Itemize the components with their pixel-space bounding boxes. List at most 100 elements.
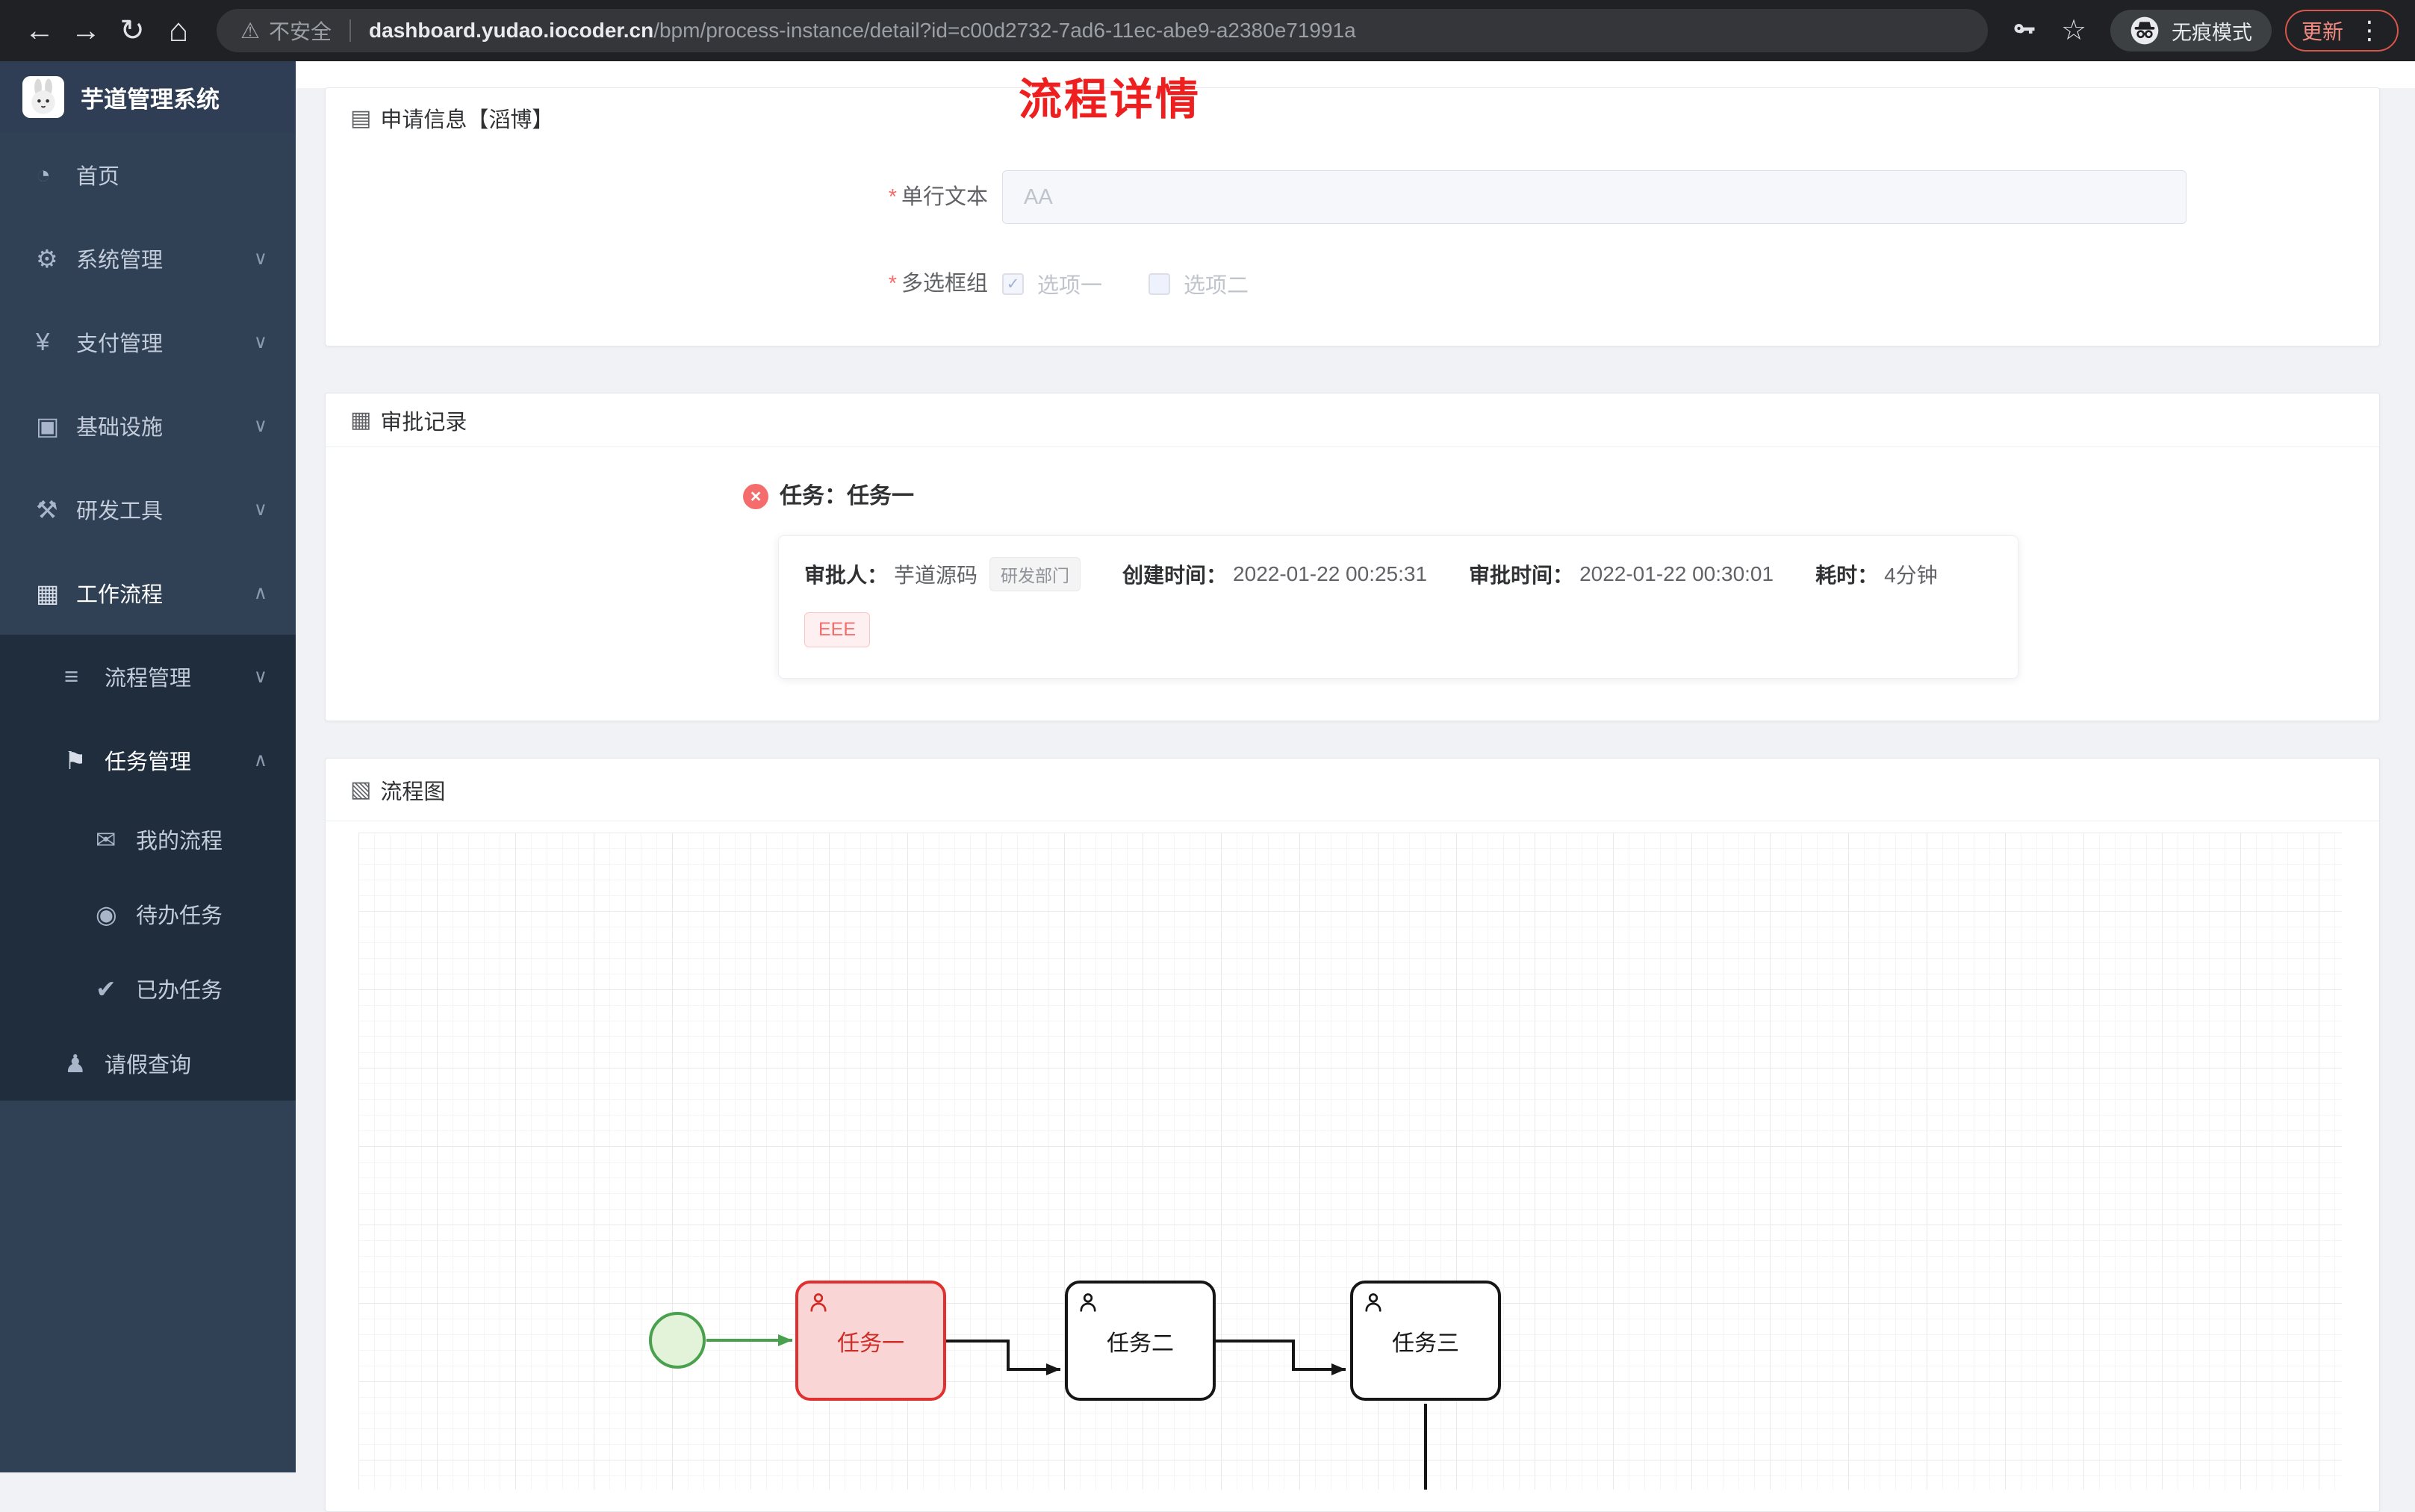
app-logo[interactable]: 芋道管理系统 — [0, 61, 296, 133]
update-label: 更新 — [2301, 20, 2343, 43]
todo-eye-icon: ◉ — [96, 900, 117, 928]
sidebar-item-process-mgmt[interactable]: ≡ 流程管理 ∨ — [64, 662, 267, 691]
sidebar-item-payment-mgmt[interactable]: ¥ 支付管理 ∨ — [36, 328, 267, 356]
approval-record-title: 审批记录 — [380, 410, 467, 435]
sidebar-item-infrastructure[interactable]: ▣ 基础设施 ∨ — [36, 411, 267, 441]
leave-person-icon: ♟ — [64, 1049, 87, 1077]
approval-record-header: ▦ 审批记录 — [326, 393, 2379, 447]
process-diagram-title: 流程图 — [380, 780, 446, 804]
sidebar-item-task-mgmt[interactable]: ⚑ 任务管理 ∧ — [64, 746, 267, 775]
required-asterisk: * — [888, 272, 897, 296]
duration-label: 耗时： — [1815, 564, 1879, 587]
url-path: /bpm/process-instance/detail?id=c00d2732… — [653, 19, 1356, 42]
home-icon[interactable]: ⌂ — [168, 12, 189, 49]
task-title: 任务：任务一 — [780, 484, 914, 508]
settings-gear-icon: ⚙ — [36, 244, 58, 273]
approver-value: 芋道源码 — [894, 564, 978, 587]
task-rejected-icon: × — [743, 484, 768, 509]
key-icon[interactable] — [2003, 17, 2046, 44]
page-title: 流程详情 — [1019, 75, 1202, 124]
browser-chrome: ← → ↻ ⌂ ⚠ 不安全 dashboard.yudao.iocoder.cn… — [0, 0, 2415, 61]
document-icon: ▤ — [350, 105, 372, 131]
apply-info-card: ▤ 申请信息【滔博】 *单行文本 *多选框组 ✓ 选项一 选项二 — [325, 87, 2380, 346]
required-asterisk: * — [888, 185, 897, 209]
checkbox-option-two[interactable]: 选项二 — [1149, 268, 1249, 299]
main-content: 流程详情 ▤ 申请信息【滔博】 *单行文本 *多选框组 ✓ 选项一 选项二 ▦ … — [296, 61, 2415, 1512]
process-diagram-header: ▧ 流程图 — [326, 759, 2379, 821]
task-node-label: 任务一 — [837, 1331, 904, 1356]
checkbox-group-label: *多选框组 — [888, 272, 988, 296]
dept-tag: 研发部门 — [989, 557, 1081, 591]
update-button[interactable]: 更新 ⋮ — [2284, 10, 2399, 52]
comment-tag: EEE — [804, 612, 871, 647]
sidebar: 芋道管理系统 ◔ 首页 ⚙ 系统管理 ∨ ¥ 支付管理 ∨ ▣ 基础设施 ∨ ⚒… — [0, 61, 296, 1472]
approve-time-value: 2022-01-22 00:30:01 — [1579, 562, 1774, 585]
approve-time-label: 审批时间： — [1469, 564, 1574, 587]
sidebar-item-done-tasks[interactable]: ✔ 已办任务 — [96, 974, 223, 1004]
workflow-icon: ▦ — [36, 579, 60, 607]
user-task-icon — [1361, 1289, 1386, 1321]
sidebar-item-leave-query[interactable]: ♟ 请假查询 — [64, 1049, 192, 1078]
address-divider — [349, 19, 352, 42]
flow-task1-to-task2 — [946, 1340, 1060, 1375]
task-node-label: 任务二 — [1107, 1331, 1174, 1356]
bookmark-star-icon[interactable]: ☆ — [2060, 15, 2087, 46]
bpmn-connectors — [706, 1334, 1427, 1490]
duration-value: 4分钟 — [1884, 564, 1938, 587]
forward-icon[interactable]: → — [71, 14, 101, 47]
sidebar-item-system-mgmt[interactable]: ⚙ 系统管理 ∨ — [36, 244, 267, 273]
sidebar-item-workflow[interactable]: ▦ 工作流程 ∧ — [36, 579, 267, 608]
start-event-node[interactable] — [649, 1312, 706, 1369]
not-secure-label: 不安全 — [269, 20, 332, 43]
incognito-label: 无痕模式 — [2171, 21, 2252, 44]
menu-kebab-icon[interactable]: ⋮ — [2357, 16, 2382, 45]
sidebar-item-my-process[interactable]: ✉ 我的流程 — [96, 825, 223, 854]
single-line-text-input[interactable] — [1002, 170, 2186, 224]
checkbox-checked-icon: ✓ — [1002, 273, 1024, 295]
infrastructure-icon: ▣ — [36, 411, 60, 440]
sidebar-item-dev-tools[interactable]: ⚒ 研发工具 ∨ — [36, 495, 267, 524]
diagram-icon: ▧ — [350, 777, 372, 802]
chevron-down-icon: ∨ — [253, 415, 267, 436]
record-icon: ▦ — [350, 408, 372, 432]
chevron-up-icon: ∧ — [253, 750, 267, 771]
back-icon[interactable]: ← — [25, 14, 55, 47]
create-time-label: 创建时间： — [1122, 564, 1228, 587]
incognito-spy-icon — [2130, 16, 2160, 46]
user-task-icon — [1075, 1289, 1101, 1321]
refresh-icon[interactable]: ↻ — [119, 14, 145, 47]
address-bar[interactable]: ⚠ 不安全 dashboard.yudao.iocoder.cn/bpm/pro… — [217, 9, 1988, 52]
apply-info-card-header: ▤ 申请信息【滔博】 — [326, 88, 2379, 148]
single-line-text-label: *单行文本 — [888, 185, 988, 209]
dashboard-icon: ◔ — [36, 161, 51, 188]
app-title: 芋道管理系统 — [81, 86, 220, 113]
sidebar-item-home[interactable]: ◔ 首页 — [36, 161, 120, 189]
apply-info-title: 申请信息【滔博】 — [380, 108, 554, 132]
approval-detail-card: 审批人： 芋道源码 研发部门 创建时间： 2022-01-22 00:25:31… — [778, 535, 2018, 679]
content-header-strip — [296, 61, 2415, 88]
bpmn-canvas[interactable]: 任务一 任务二 任务三 — [358, 833, 2342, 1490]
incognito-badge: 无痕模式 — [2110, 10, 2272, 52]
process-list-icon: ≡ — [64, 662, 79, 690]
approval-meta-row: 审批人： 芋道源码 研发部门 创建时间： 2022-01-22 00:25:31… — [804, 557, 1992, 591]
checkbox-group: ✓ 选项一 选项二 — [1002, 257, 1249, 311]
app-avatar-icon — [22, 76, 64, 118]
approval-record-card: ▦ 审批记录 × 任务：任务一 审批人： 芋道源码 研发部门 创建时间： 202… — [325, 393, 2380, 721]
checkbox-option-one[interactable]: ✓ 选项一 — [1002, 268, 1102, 299]
chevron-down-icon: ∨ — [253, 248, 267, 269]
flow-task2-to-task3 — [1216, 1340, 1346, 1375]
workflow-submenu: ≡ 流程管理 ∨ ⚑ 任务管理 ∧ ✉ 我的流程 ◉ 待办任务 ✔ 已办任务 — [0, 635, 296, 1101]
chevron-down-icon: ∨ — [253, 666, 267, 687]
task-node-label: 任务三 — [1392, 1331, 1459, 1356]
sidebar-menu: ◔ 首页 ⚙ 系统管理 ∨ ¥ 支付管理 ∨ ▣ 基础设施 ∨ ⚒ 研发工具 ∨… — [0, 133, 296, 1101]
url-text: dashboard.yudao.iocoder.cn/bpm/process-i… — [369, 19, 1356, 43]
task-node-two[interactable]: 任务二 — [1065, 1281, 1216, 1401]
sidebar-item-todo-tasks[interactable]: ◉ 待办任务 — [96, 900, 223, 929]
user-task-icon — [806, 1289, 831, 1321]
task-node-three[interactable]: 任务三 — [1350, 1281, 1501, 1401]
task-node-one[interactable]: 任务一 — [795, 1281, 946, 1401]
task-flag-icon: ⚑ — [64, 746, 87, 774]
chevron-down-icon: ∨ — [253, 332, 267, 352]
process-diagram-card: ▧ 流程图 — [325, 758, 2380, 1512]
approver-label: 审批人： — [804, 564, 889, 587]
